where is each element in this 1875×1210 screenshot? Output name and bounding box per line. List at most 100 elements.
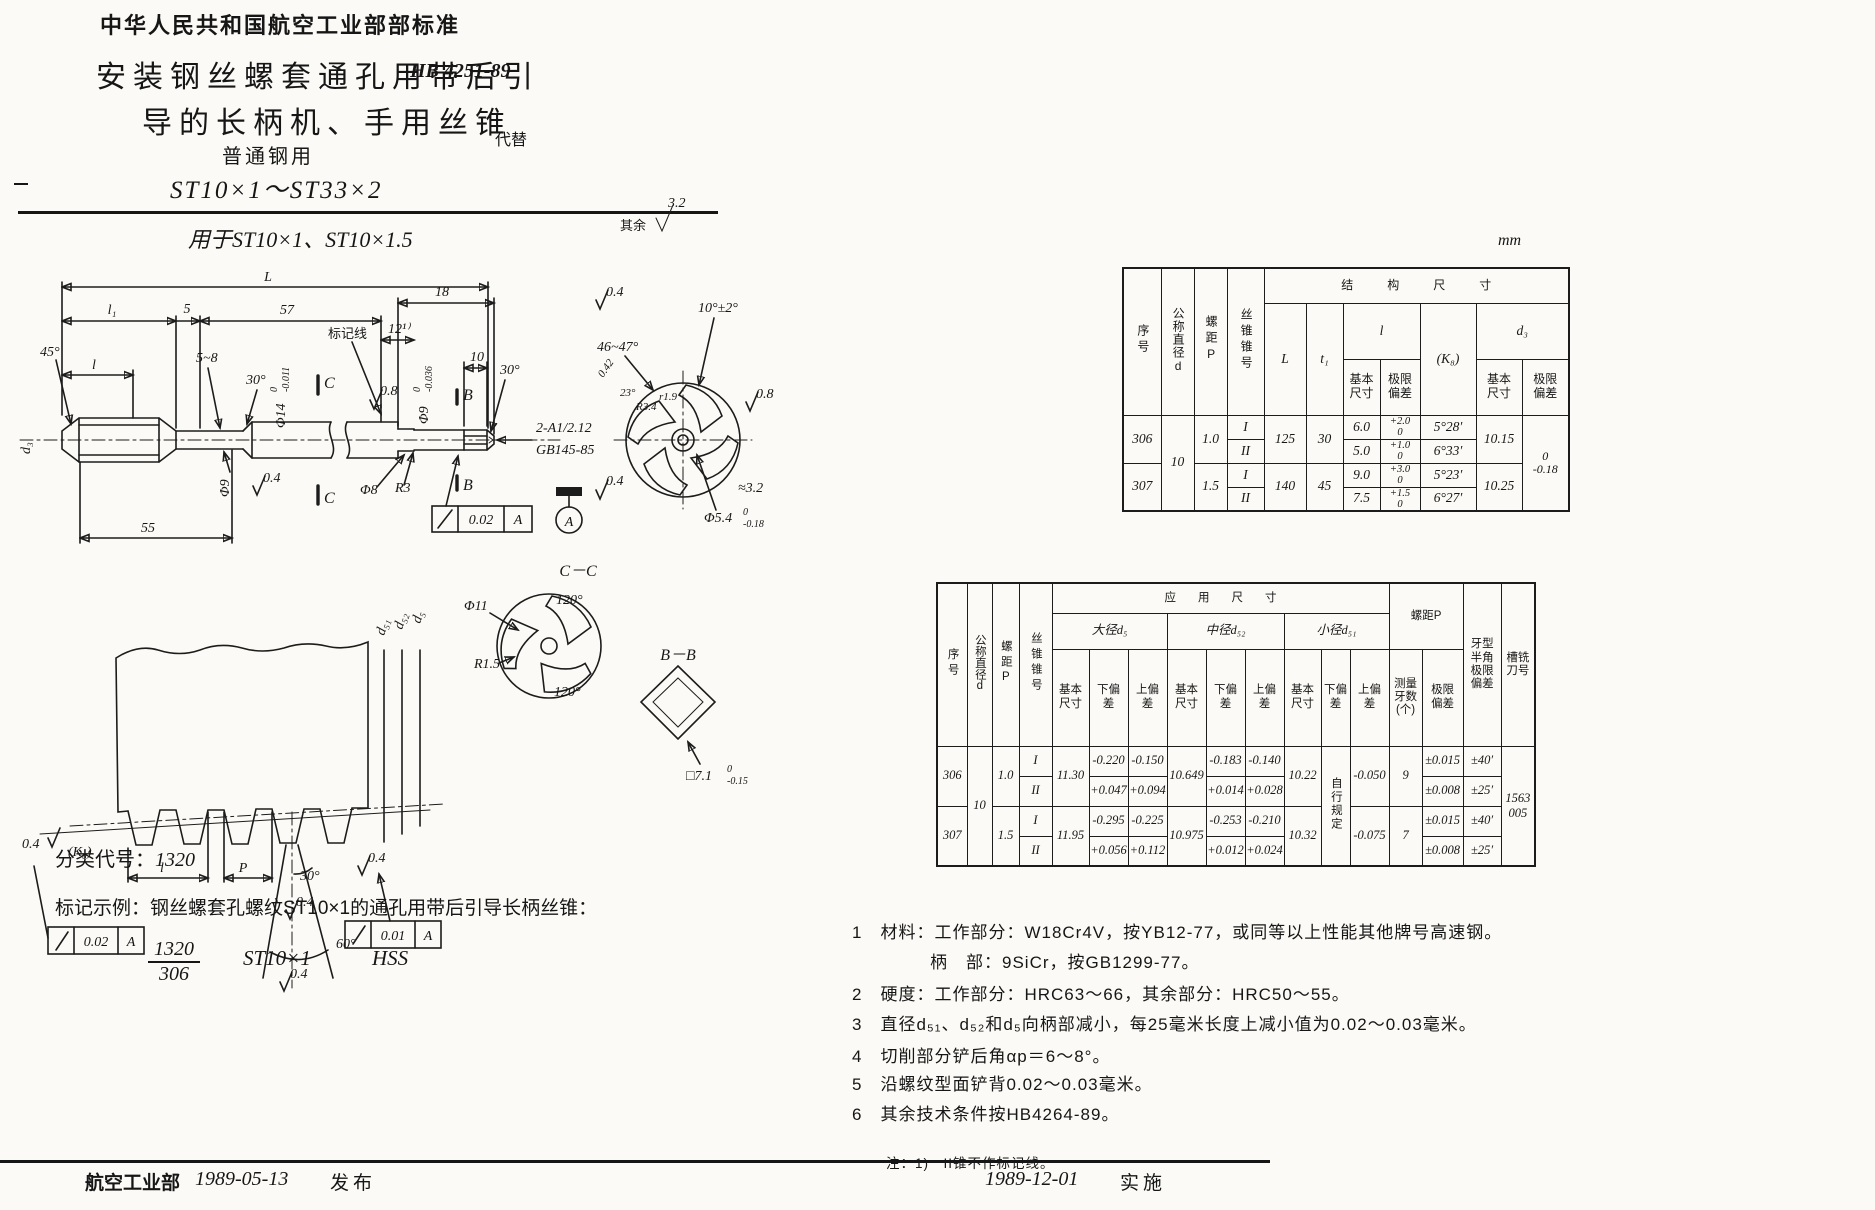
dia-level-label: d₅₁ bbox=[374, 617, 393, 638]
header-cell: 上偏差 bbox=[1349, 648, 1390, 747]
cell: 1.0 bbox=[991, 745, 1020, 807]
tol-lower: -0.15 bbox=[727, 776, 748, 787]
dim-label: Φ14 bbox=[274, 403, 289, 428]
applicability: 用于ST10×1、ST10×1.5 bbox=[188, 227, 413, 252]
dim-label: Φ9 bbox=[218, 479, 233, 497]
dim-label: 5 bbox=[184, 302, 191, 317]
dim-label: Φ9 bbox=[417, 406, 432, 424]
cell: 7 bbox=[1388, 805, 1423, 867]
section-title: C－C bbox=[559, 563, 597, 580]
cell: 307 bbox=[936, 805, 968, 867]
tap-side-view bbox=[19, 411, 561, 463]
standard-header: 中华人民共和国航空工业部部标准 bbox=[100, 13, 461, 38]
dim-label: l bbox=[92, 358, 96, 373]
cell: 9.0 bbox=[1342, 462, 1381, 488]
header-cell: 螺距P bbox=[991, 582, 1020, 747]
cell: +0.024 bbox=[1244, 835, 1285, 867]
class-code-caption: 分类代号： bbox=[55, 849, 155, 871]
dim-label: r1.9 bbox=[659, 391, 678, 403]
header-cell: 牙型半角极限偏差 bbox=[1462, 582, 1502, 747]
header-cell: t₁ bbox=[1305, 302, 1344, 416]
roughness-label: 0.8 bbox=[380, 384, 398, 399]
cell: 1.5 bbox=[1193, 462, 1228, 512]
cell: -0.220 bbox=[1088, 745, 1129, 777]
taper-label: (K₈) bbox=[68, 845, 92, 860]
cell: 5°23′ bbox=[1419, 462, 1477, 488]
cell: +0.094 bbox=[1127, 775, 1168, 807]
angle-label: 30° bbox=[299, 869, 320, 884]
cell: -0.295 bbox=[1088, 805, 1129, 837]
header-cell: 基本尺寸 bbox=[1166, 648, 1207, 747]
note-6: 6 其余技术条件按HB4264-89。 bbox=[852, 1105, 1120, 1124]
issue-label: 发布 bbox=[330, 1173, 377, 1194]
dim-label: Φ11 bbox=[464, 599, 488, 614]
angle-label: 120° bbox=[554, 685, 581, 700]
header-cell: 基本尺寸 bbox=[1283, 648, 1322, 747]
cell: 10 bbox=[1160, 414, 1195, 512]
cell: 10.15 bbox=[1475, 414, 1523, 464]
dim-label: 5~8 bbox=[196, 351, 218, 366]
cell: -0.050 bbox=[1349, 745, 1390, 807]
header-cell: 中径d₅₂ bbox=[1166, 612, 1285, 650]
cell: 10.975 bbox=[1166, 805, 1207, 867]
supersedes-label: 代替 bbox=[495, 132, 528, 149]
cell: 5°28′ bbox=[1419, 414, 1477, 440]
cell: +0.047 bbox=[1088, 775, 1129, 807]
cell: -0.075 bbox=[1349, 805, 1390, 867]
cell: 6.0 bbox=[1342, 414, 1381, 440]
cell: +0.012 bbox=[1205, 835, 1246, 867]
size-range: ST10×1～ST33×2 bbox=[170, 177, 383, 204]
effective-date: 1989-12-01 bbox=[985, 1168, 1079, 1190]
header-cell: 小径d₅₁ bbox=[1283, 612, 1390, 650]
cell: 6°27′ bbox=[1419, 486, 1477, 512]
header-cell: l bbox=[1342, 302, 1421, 360]
header-cell: d₃ bbox=[1475, 302, 1570, 360]
cell: 11.30 bbox=[1051, 745, 1090, 807]
end-view-dimensions: 0.4 46~47° 0.42 23° R3.4 r1.9 10°±2° 0.8… bbox=[595, 285, 774, 530]
section-mark: B bbox=[463, 387, 473, 404]
dim-label: Φ5.4 bbox=[704, 511, 732, 526]
note-1b: 柄 部：9SiCr，按GB1299-77。 bbox=[930, 953, 1200, 972]
dim-label: 18 bbox=[435, 285, 449, 300]
application-size-table: 序号 公称直径d 螺距P 丝锥锥号 应用尺寸 螺距P 牙型半角极限偏差 槽铣刀号… bbox=[936, 582, 1537, 867]
dim-label: 0.42 bbox=[596, 357, 617, 380]
roughness-label: 0.8 bbox=[756, 387, 774, 402]
header-cell: 螺距P bbox=[1388, 582, 1464, 650]
cell: I bbox=[1018, 805, 1053, 837]
cell: 1.5 bbox=[991, 805, 1020, 867]
header-cell: 极限偏差 bbox=[1521, 358, 1570, 416]
cell: 9 bbox=[1388, 745, 1423, 807]
standard-number: HB 4251-89 bbox=[410, 60, 511, 82]
cc-section-view: C－C Φ11 120° R1.5 120° bbox=[464, 563, 602, 700]
effective-label: 实施 bbox=[1120, 1173, 1167, 1194]
dim-label: □7.1 bbox=[686, 769, 712, 784]
dia9-rear-dim: Φ9 0 -0.036 bbox=[412, 366, 435, 424]
margin-tick bbox=[14, 183, 28, 185]
cell: -0.253 bbox=[1205, 805, 1246, 837]
cell: ±40′ bbox=[1462, 805, 1502, 837]
marking-example-label: 标记示例：钢丝螺套孔螺纹ST10×1的通孔用带后引导长柄丝锥： bbox=[55, 898, 598, 919]
cell: I bbox=[1018, 745, 1053, 777]
cell: -0.210 bbox=[1244, 805, 1285, 837]
unit-label: mm bbox=[1498, 232, 1522, 249]
dia14-dim: Φ14 0 -0.011 bbox=[269, 367, 292, 428]
cell: ±0.008 bbox=[1421, 775, 1464, 807]
dim-label: 57 bbox=[280, 303, 295, 318]
header-cell: (K₈) bbox=[1419, 302, 1477, 416]
angle-label: 23° bbox=[620, 387, 636, 399]
cell: 125 bbox=[1263, 414, 1307, 464]
angle-label: 30° bbox=[499, 363, 520, 378]
header-cell: 下偏差 bbox=[1320, 648, 1351, 747]
tol-lower: -0.18 bbox=[743, 519, 764, 530]
cell: 306 bbox=[1122, 414, 1162, 464]
class-code-label: 分类代号：1320 bbox=[55, 843, 195, 872]
roughness-label: 0.4 bbox=[263, 471, 281, 486]
tol-upper: 0 bbox=[727, 764, 732, 775]
cell: 30 bbox=[1305, 414, 1344, 464]
note-3: 3 直径d₅₁、d₅₂和d₅向柄部减小，每25毫米长度上减小值为0.02～0.0… bbox=[852, 1015, 1477, 1034]
cell: +0.028 bbox=[1244, 775, 1285, 807]
section-mark: C bbox=[324, 490, 335, 507]
dia-level-label: d₅₂ bbox=[392, 611, 411, 632]
